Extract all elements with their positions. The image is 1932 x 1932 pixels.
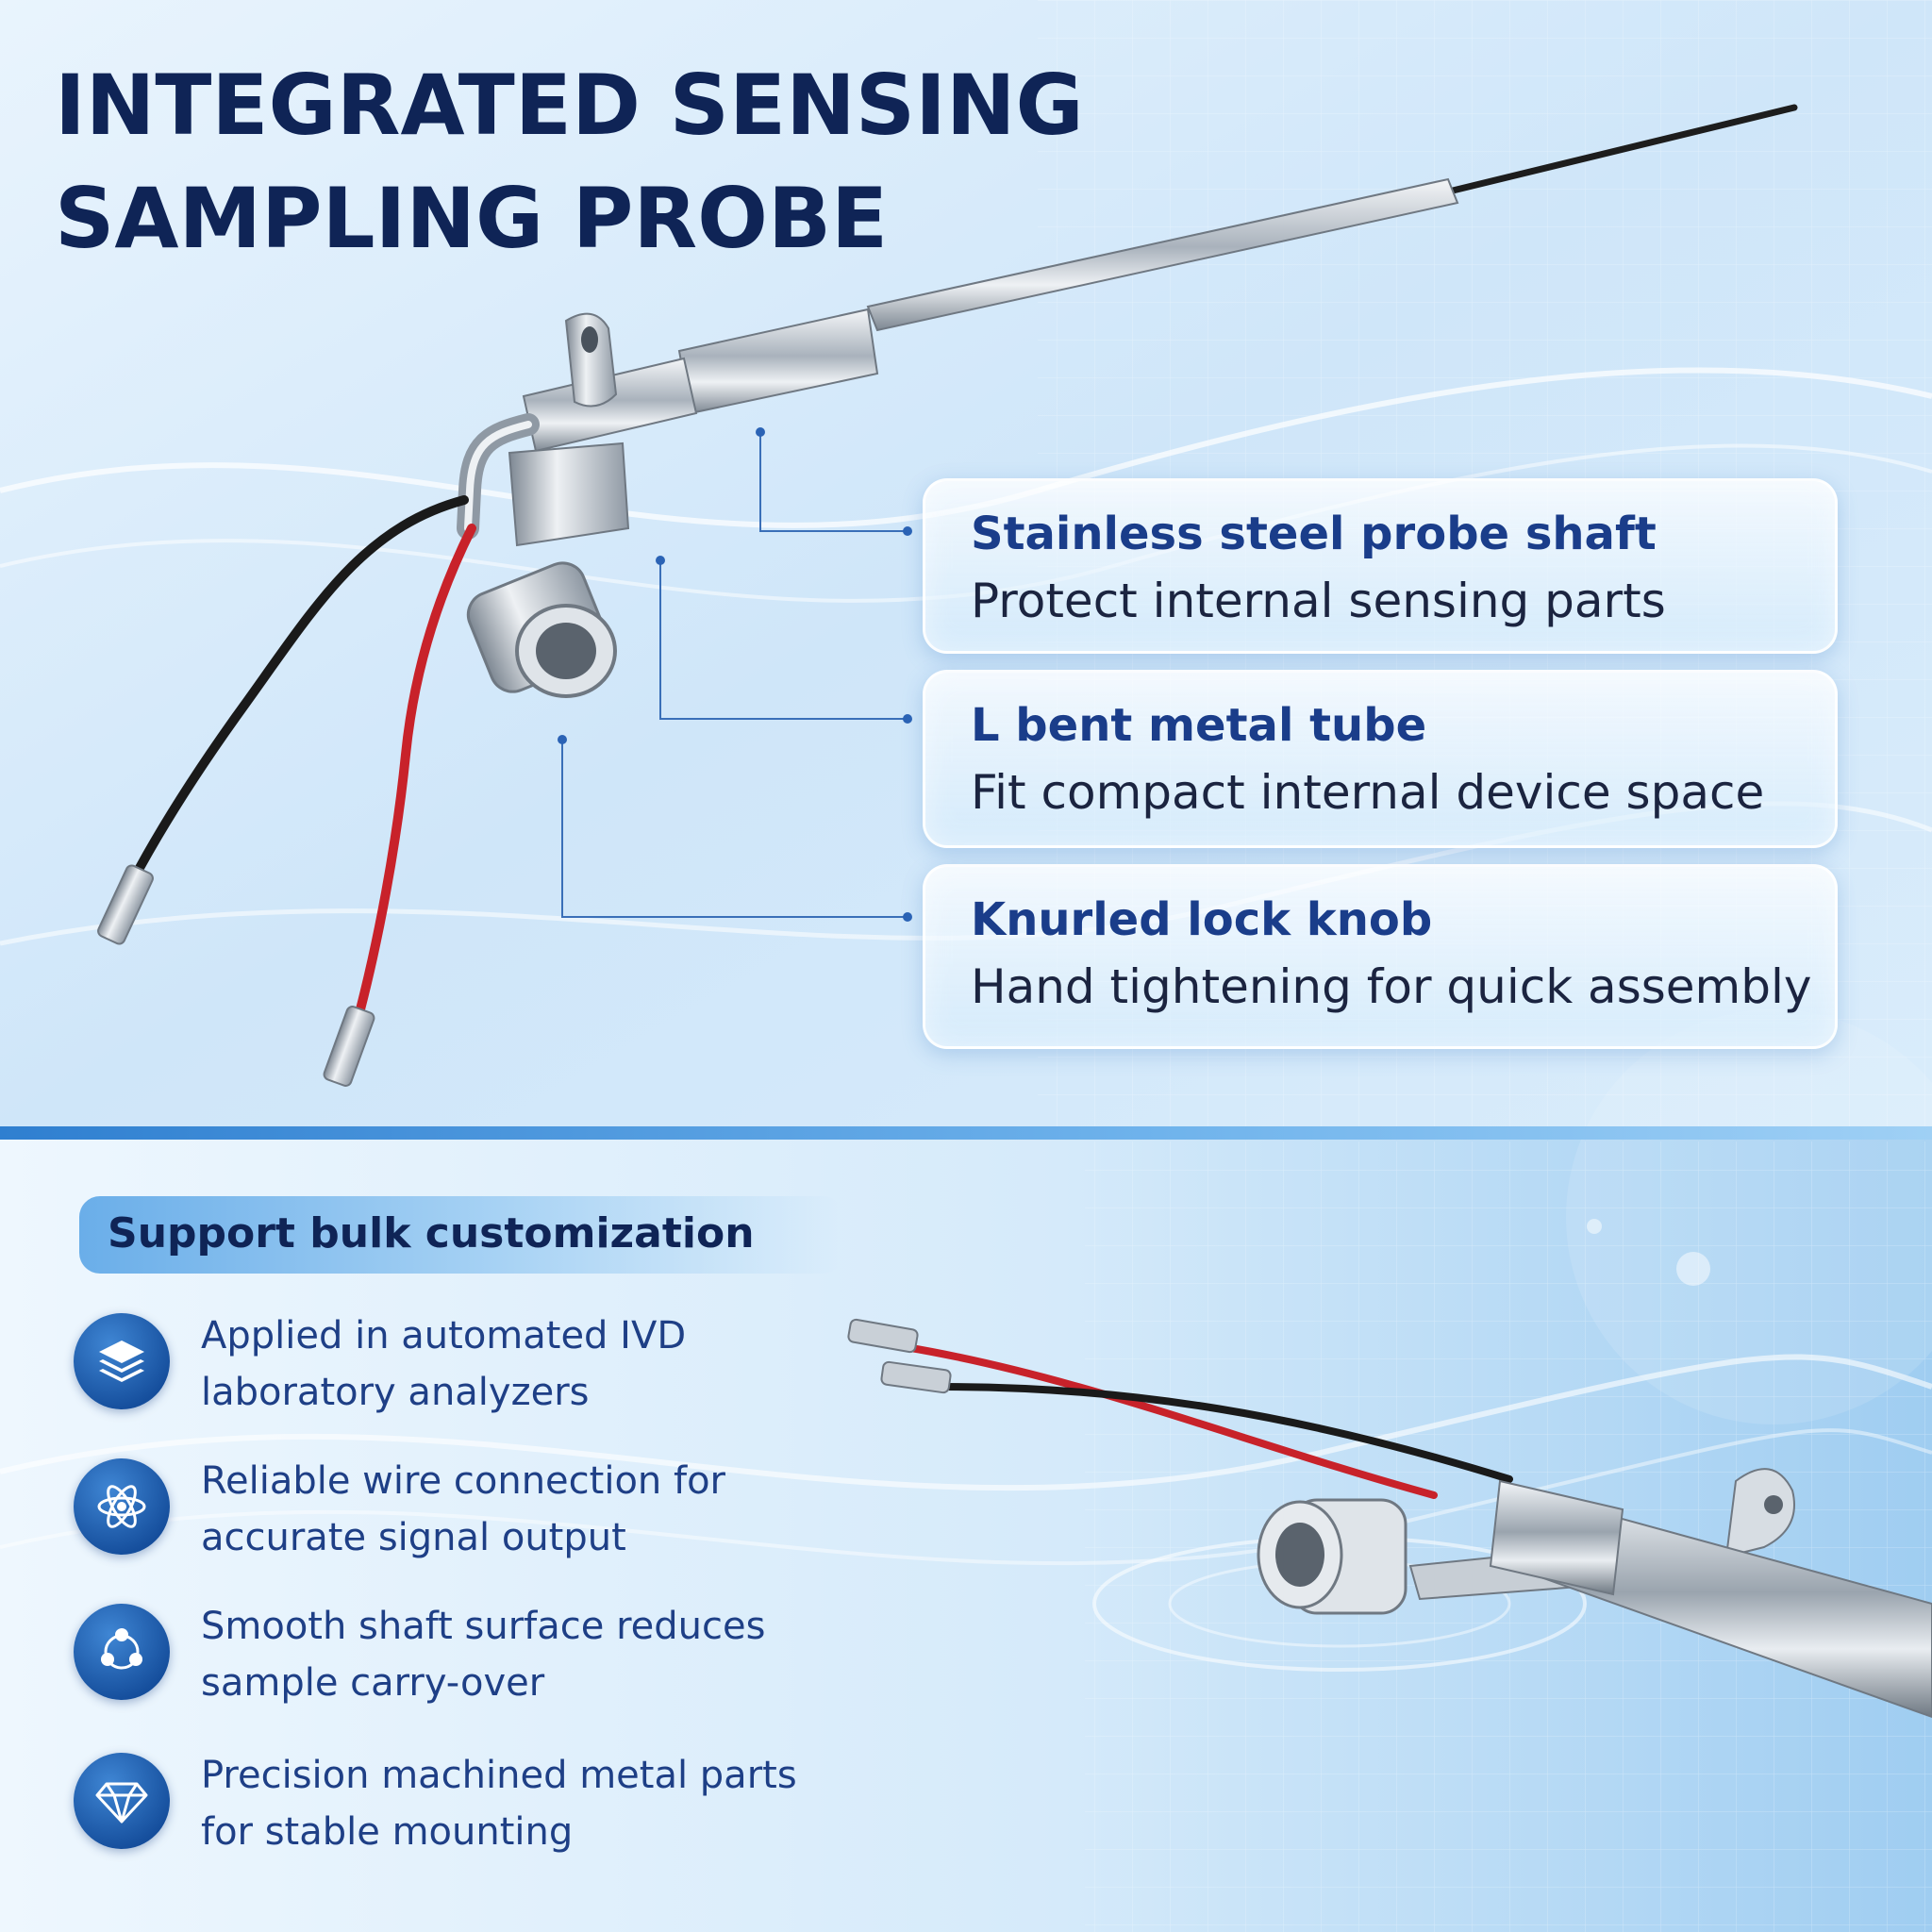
feature-text-line-1: Applied in automated IVD [201,1314,687,1357]
callout-probe-shaft: Stainless steel probe shaft Protect inte… [923,478,1838,654]
knurled-knob [466,561,617,698]
feature-item: Precision machined metal parts for stabl… [74,1753,847,1866]
callout-heading: L bent metal tube [971,699,1427,752]
title-line-2: SAMPLING PROBE [55,170,889,267]
feature-text-line-2: sample carry-over [201,1661,545,1705]
feature-text-line-2: laboratory analyzers [201,1371,590,1414]
connector-dots [558,427,912,922]
callout-heading: Stainless steel probe shaft [971,508,1657,560]
customization-banner: Support bulk customization [79,1196,843,1274]
feature-text-line-2: accurate signal output [201,1516,626,1559]
section-divider [0,1126,1932,1140]
diamond-icon [74,1753,170,1849]
page-title: INTEGRATED SENSING SAMPLING PROBE [55,49,1084,275]
feature-text-line-1: Smooth shaft surface reduces [201,1605,766,1648]
callout-bent-tube: L bent metal tube Fit compact internal d… [923,670,1838,848]
callout-heading: Knurled lock knob [971,893,1433,946]
knurled-knob [1257,1498,1407,1615]
callout-lock-knob: Knurled lock knob Hand tightening for qu… [923,864,1838,1049]
feature-text-line-2: for stable mounting [201,1810,574,1854]
customization-label: Support bulk customization [108,1209,755,1257]
feature-text-line-1: Reliable wire connection for [201,1459,725,1503]
feature-item: Reliable wire connection for accurate si… [74,1458,847,1572]
network-cycle-icon [74,1604,170,1700]
callout-connectors [561,432,908,918]
title-line-1: INTEGRATED SENSING [55,57,1084,154]
feature-item: Smooth shaft surface reduces sample carr… [74,1604,847,1717]
layers-icon [74,1313,170,1409]
atom-icon [74,1458,170,1555]
callout-text: Fit compact internal device space [971,765,1765,820]
callout-text: Hand tightening for quick assembly [971,959,1812,1014]
feature-text-line-1: Precision machined metal parts [201,1754,797,1797]
callout-text: Protect internal sensing parts [971,574,1666,628]
feature-item: Applied in automated IVD laboratory anal… [74,1313,847,1426]
